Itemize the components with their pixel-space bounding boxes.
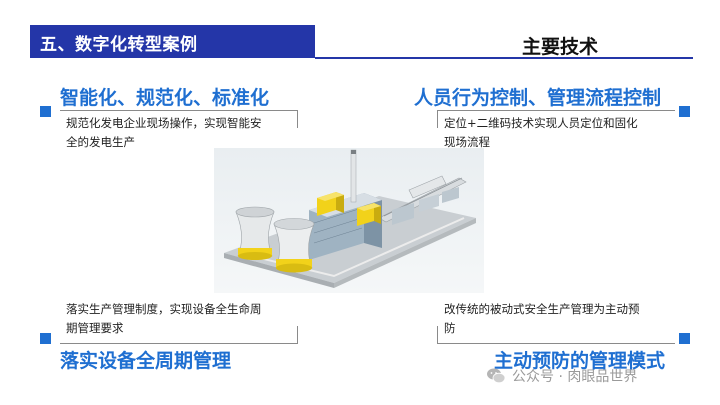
power-plant-image: [214, 148, 484, 293]
bracket-bottom-left: [60, 326, 298, 344]
heading-behavior-process-control: 人员行为控制、管理流程控制: [414, 87, 662, 109]
desc-line: 落实生产管理制度，实现设备全生命周: [66, 302, 262, 316]
header-underline: [315, 57, 693, 59]
wechat-icon: [487, 368, 506, 384]
desc-line: 规范化发电企业现场操作，实现智能安: [66, 116, 262, 130]
desc-line: 现场流程: [444, 135, 490, 149]
desc-line: 全的发电生产: [66, 135, 135, 149]
desc-line: 定位+二维码技术实现人员定位和固化: [444, 116, 638, 130]
desc-line: 改传统的被动式安全生产管理为主动预: [444, 302, 640, 316]
page-title: 主要技术: [522, 36, 599, 58]
bracket-bottom-right: [437, 326, 675, 344]
section-title: 五、数字化转型案例: [40, 35, 198, 55]
desc-top-right: 定位+二维码技术实现人员定位和固化 现场流程: [444, 114, 674, 152]
bracket-top-right: [437, 110, 675, 128]
power-plant-illustration: [224, 149, 476, 288]
desc-bottom-right: 改传统的被动式安全生产管理为主动预 防: [444, 300, 674, 338]
header-bar: [30, 25, 315, 58]
bullet-marker: [679, 106, 690, 117]
desc-bottom-left: 落实生产管理制度，实现设备全生命周 期管理要求: [66, 300, 296, 338]
desc-line: 期管理要求: [66, 321, 124, 335]
desc-top-left: 规范化发电企业现场操作，实现智能安 全的发电生产: [66, 114, 296, 152]
desc-line: 防: [444, 321, 456, 335]
heading-equipment-lifecycle: 落实设备全周期管理: [60, 350, 232, 372]
bullet-marker: [40, 106, 51, 117]
watermark-text: 公众号 · 肉眼品世界: [512, 369, 638, 385]
watermark: 公众号 · 肉眼品世界: [486, 366, 637, 386]
bullet-marker: [679, 333, 690, 344]
heading-intelligent-standard: 智能化、规范化、标准化: [60, 87, 270, 109]
bullet-marker: [40, 333, 51, 344]
heading-proactive-prevention: 主动预防的管理模式: [494, 350, 666, 372]
bracket-top-left: [60, 110, 298, 128]
